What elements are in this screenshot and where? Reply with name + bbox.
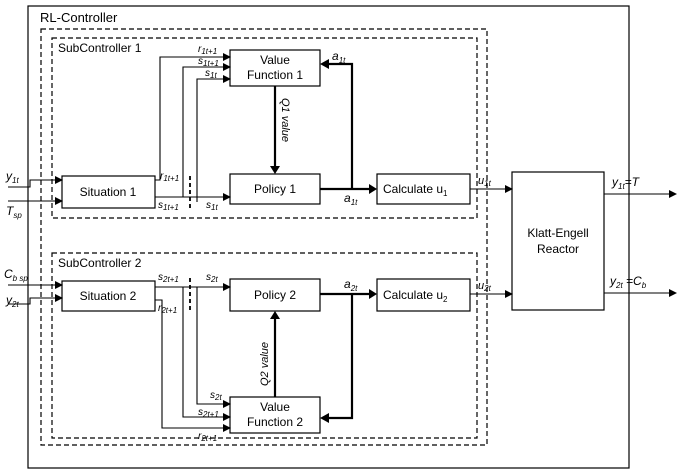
calculate-u2-label: Calculate u2 (383, 288, 448, 304)
s1t1-bottom-label: s1t+1 (158, 200, 179, 212)
a1t-arrowhead (369, 184, 377, 194)
a1t-bottom-label: a1t (344, 191, 358, 207)
y1t-label: y1t (5, 169, 19, 185)
s1t-bottom-label: s1t (206, 200, 218, 212)
value-function-2-line1: Value (260, 400, 290, 414)
s1t-top-label: s1t (205, 68, 217, 80)
subcontroller-2-label: SubController 2 (58, 256, 142, 270)
a2t-label: a2t (344, 277, 358, 293)
tsp-label: Tsp (6, 204, 22, 220)
q1-value-label: Q1 value (279, 98, 291, 142)
r1t1-top-label: r1t+1 (198, 44, 217, 56)
situation-2-box (61, 280, 156, 312)
y1t-input-arrow (8, 176, 63, 188)
value-function-1-line1: Value (260, 53, 290, 67)
value-function-1-line2: Function 1 (247, 68, 303, 82)
u1t-label: u1t (478, 175, 492, 188)
reactor-line2: Reactor (537, 242, 579, 256)
q2-value-label: Q2 value (259, 342, 271, 386)
situation-2-label: Situation 2 (80, 289, 137, 303)
subcontrollers-group (40, 28, 488, 446)
r2-to-value-arrow (155, 299, 231, 432)
output-y1t-label: y1t=T (611, 175, 641, 191)
a2t-arrowhead (369, 289, 377, 299)
s1t-to-value-arrow (196, 75, 231, 202)
a2t-feedback-line (326, 294, 354, 420)
s2t-to-value-arrow (196, 287, 231, 408)
s2t-top-label: s2t (206, 272, 218, 284)
value-function-2-line2: Function 2 (247, 415, 303, 429)
policy-2-label: Policy 2 (254, 288, 296, 302)
r2t1-left-label: r2t+1 (158, 303, 177, 315)
s1t1-top-label: s1t+1 (198, 56, 219, 68)
y2t-label: y2t (5, 293, 19, 309)
situation-1-label: Situation 1 (80, 185, 137, 199)
u2t-label: u2t (478, 280, 492, 293)
s2t-bottom-label: s2t (210, 390, 222, 402)
situation-1-box (61, 175, 156, 209)
subcontroller-1-label: SubController 1 (58, 41, 142, 55)
output-y2t-label: y2t =Cb (609, 274, 647, 290)
reactor-line1: Klatt-Engell (527, 226, 588, 240)
a2t-feedback-arrowhead (320, 413, 329, 423)
s2next-to-value-arrow (182, 287, 231, 421)
a1t-top-label: a1t (332, 49, 346, 65)
q2-value-arrowhead (270, 311, 280, 319)
a1t-feedback-line (326, 62, 354, 189)
s2t1-top-label: s2t+1 (158, 272, 179, 284)
y2t-input-arrow (8, 294, 63, 305)
cbsp-label: Cb sp (4, 267, 28, 283)
calculate-u1-label: Calculate u1 (383, 182, 448, 198)
subcontroller-2-frame (51, 252, 478, 439)
policy-1-box (229, 173, 321, 205)
r2t1-bottom-label: r2t+1 (198, 431, 217, 443)
q1-value-arrowhead (270, 166, 280, 174)
subcontroller-1-frame (51, 37, 478, 219)
policy-1-label: Policy 1 (254, 182, 296, 196)
a1t-feedback-arrowhead (320, 59, 329, 69)
rl-controller-title: RL-Controller (40, 10, 118, 25)
r1t1-left-label: r1t+1 (160, 171, 179, 183)
s2t1-bottom-label: s2t+1 (198, 407, 219, 419)
r1-to-value-arrow (155, 53, 231, 181)
rl-controller-frame (27, 5, 630, 469)
calculate-u2-box (376, 278, 471, 312)
klatt-engell-reactor-box (511, 171, 605, 311)
